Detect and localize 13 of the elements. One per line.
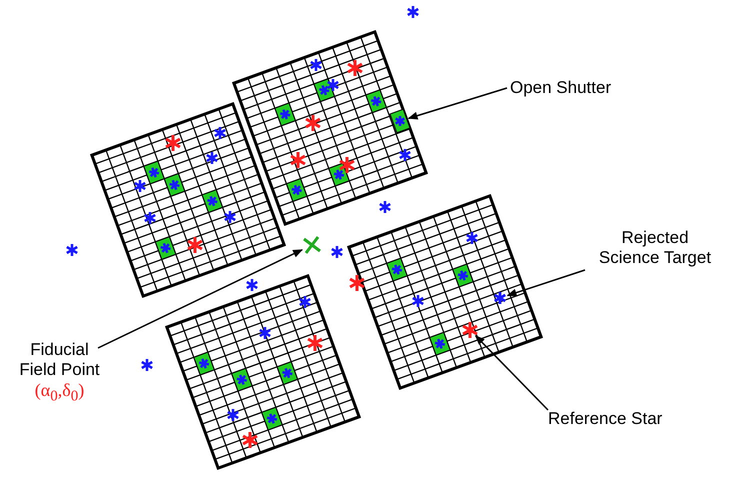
callout-label: Rejected Science Target xyxy=(598,228,712,268)
leader-line xyxy=(506,269,586,296)
target-star xyxy=(494,290,506,306)
leader-line xyxy=(474,335,549,411)
callout-label: Reference Star xyxy=(548,409,662,429)
callout-label: Fiducial Field Point xyxy=(18,340,101,380)
fiducial-cross xyxy=(302,236,322,254)
leader-line xyxy=(98,249,303,349)
coordinate-label: (α$_{0}$,δ$_{0}$) xyxy=(34,380,86,407)
reference-star xyxy=(462,320,478,340)
leader-line xyxy=(408,87,508,120)
open-shutter xyxy=(389,108,411,134)
callout-label: Open Shutter xyxy=(510,78,612,98)
